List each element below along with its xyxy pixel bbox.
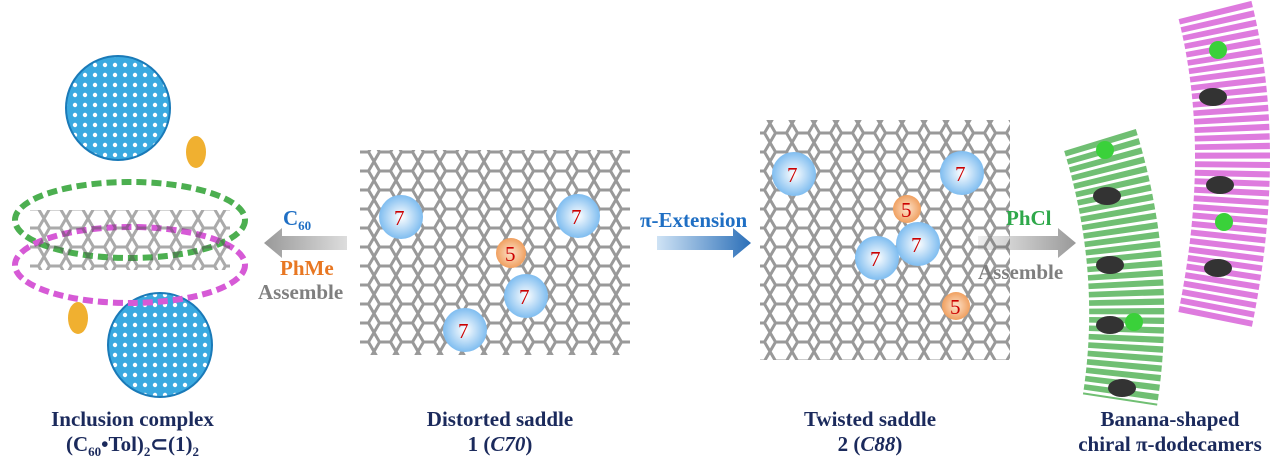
caption-saddle-1: Distorted saddle 1 (C70) [426,407,574,456]
ring-5-label: 5 [901,198,912,222]
ring-7-label: 7 [394,206,405,230]
inclusion-complex-structure [12,55,248,398]
assemble-left-label: Assemble [258,280,344,304]
left-arrow [264,228,347,258]
ring-7-label: 7 [955,162,966,186]
toluene-bottom [68,302,88,334]
fullerene-top [65,55,171,161]
c60-label: C60 [283,206,312,234]
ring-7-label: 7 [571,205,582,229]
ring-5-label: 5 [950,295,961,319]
pi-extension-label: π-Extension [640,208,748,232]
assemble-right-label: Assemble [978,260,1064,284]
caption-dodecamers: Banana-shaped chiral π-dodecamers [1078,407,1262,456]
phcl-label: PhCl [1006,206,1052,230]
saddle-2-structure [760,120,1010,360]
phme-label: PhMe [280,256,334,280]
caption-saddle-2: Twisted saddle 2 (C88) [803,407,937,456]
fullerene-bottom [107,292,213,398]
extension-arrow [657,228,751,258]
ring-7-label: 7 [911,233,922,257]
ring-7-label: 7 [519,285,530,309]
ring-7-label: 7 [787,163,798,187]
green-column [1064,128,1165,406]
toluene-top [186,136,206,168]
saddle-1-structure [360,150,630,355]
ring-7-label: 7 [458,319,469,343]
ring-7-label: 7 [870,247,881,271]
dodecamer-structure [1064,0,1270,406]
ring-5-label: 5 [505,242,516,266]
caption-inclusion-complex: Inclusion complex (C60•Tol)2⊂(1)2 [51,407,214,460]
right-arrow [978,228,1076,258]
